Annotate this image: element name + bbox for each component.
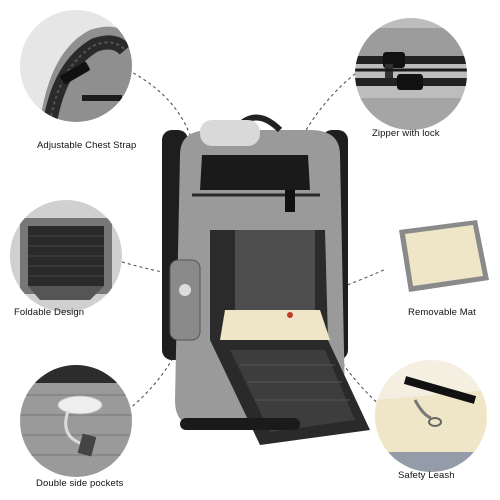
mat-circle <box>385 200 497 312</box>
leash-circle <box>375 360 487 472</box>
foldable-design-icon <box>10 200 122 312</box>
zipper-lock-icon <box>355 18 467 130</box>
pockets-circle <box>20 365 132 477</box>
mat-caption: Removable Mat <box>408 307 476 318</box>
side-pocket-icon <box>20 365 132 477</box>
leash-caption: Safety Leash <box>398 470 455 481</box>
safety-leash-icon <box>375 360 487 472</box>
pockets-caption: Double side pockets <box>36 478 124 489</box>
chest-strap-icon <box>20 10 132 122</box>
chest-strap-caption: Adjustable Chest Strap <box>37 140 137 151</box>
foldable-caption: Foldable Design <box>14 307 85 318</box>
chest-strap-circle <box>20 10 132 122</box>
removable-mat-icon <box>385 200 497 312</box>
foldable-circle <box>10 200 122 312</box>
zipper-circle <box>355 18 467 130</box>
zipper-caption: Zipper with lock <box>372 128 440 139</box>
pet-backpack-image <box>162 114 370 445</box>
